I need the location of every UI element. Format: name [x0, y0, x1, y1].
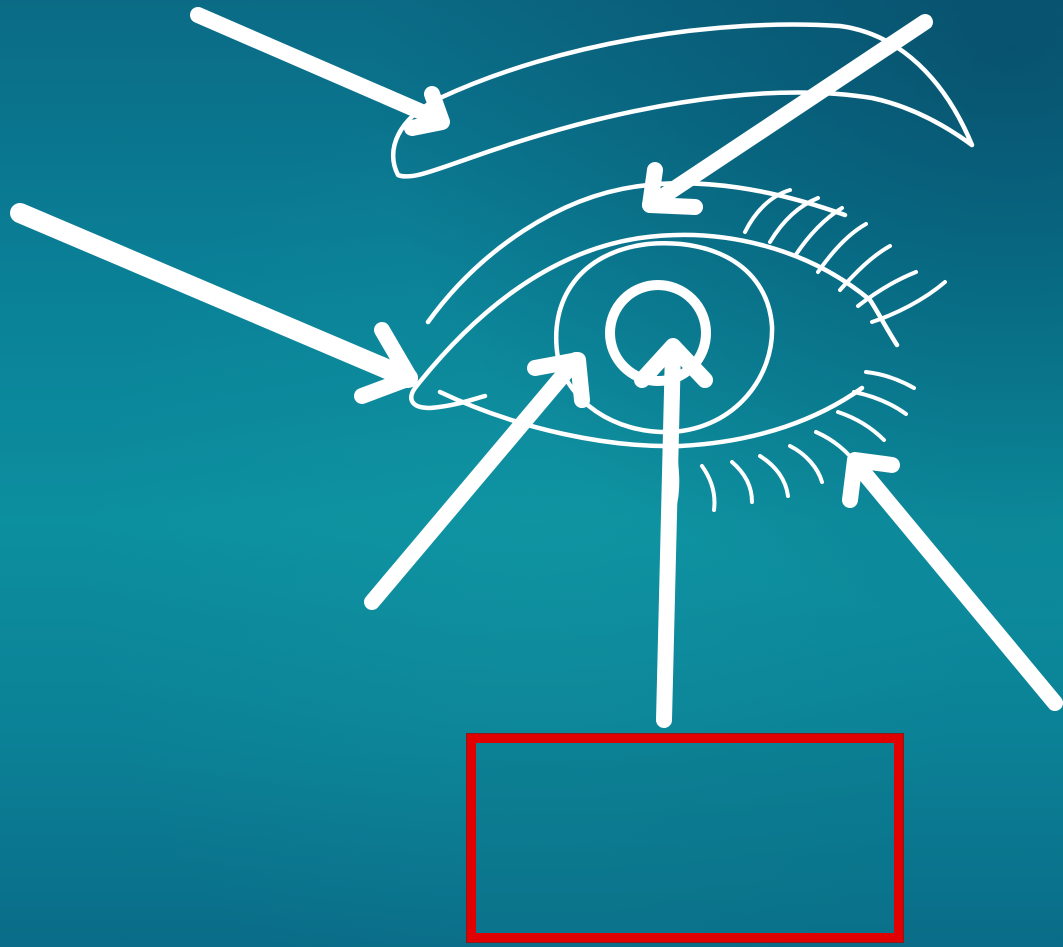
arrow-shaft	[20, 213, 408, 378]
arrow-lower-lashes	[850, 460, 1055, 703]
lower-lash	[790, 446, 822, 482]
arrow-shaft	[372, 360, 576, 602]
lower-lash	[732, 462, 752, 502]
upper-lash	[818, 224, 866, 272]
arrow-shaft	[855, 462, 1055, 703]
arrow-inner-corner	[20, 213, 410, 396]
arrow-eyebrow	[198, 15, 442, 128]
upper-lash	[840, 246, 890, 290]
lower-lash	[760, 456, 788, 496]
arrow-pupil	[642, 346, 705, 720]
arrow-shaft	[664, 350, 673, 720]
arrow-shaft	[650, 22, 925, 205]
upper-lashes	[745, 190, 945, 322]
answer-box[interactable]	[467, 734, 903, 942]
lower-lash	[838, 412, 884, 440]
lower-lash	[854, 392, 906, 414]
arrow-shaft	[198, 15, 440, 120]
arrow-upper-eyelid	[650, 22, 925, 207]
upper-lash	[858, 272, 916, 306]
lower-lash	[702, 466, 715, 510]
lower-lash	[866, 372, 914, 388]
